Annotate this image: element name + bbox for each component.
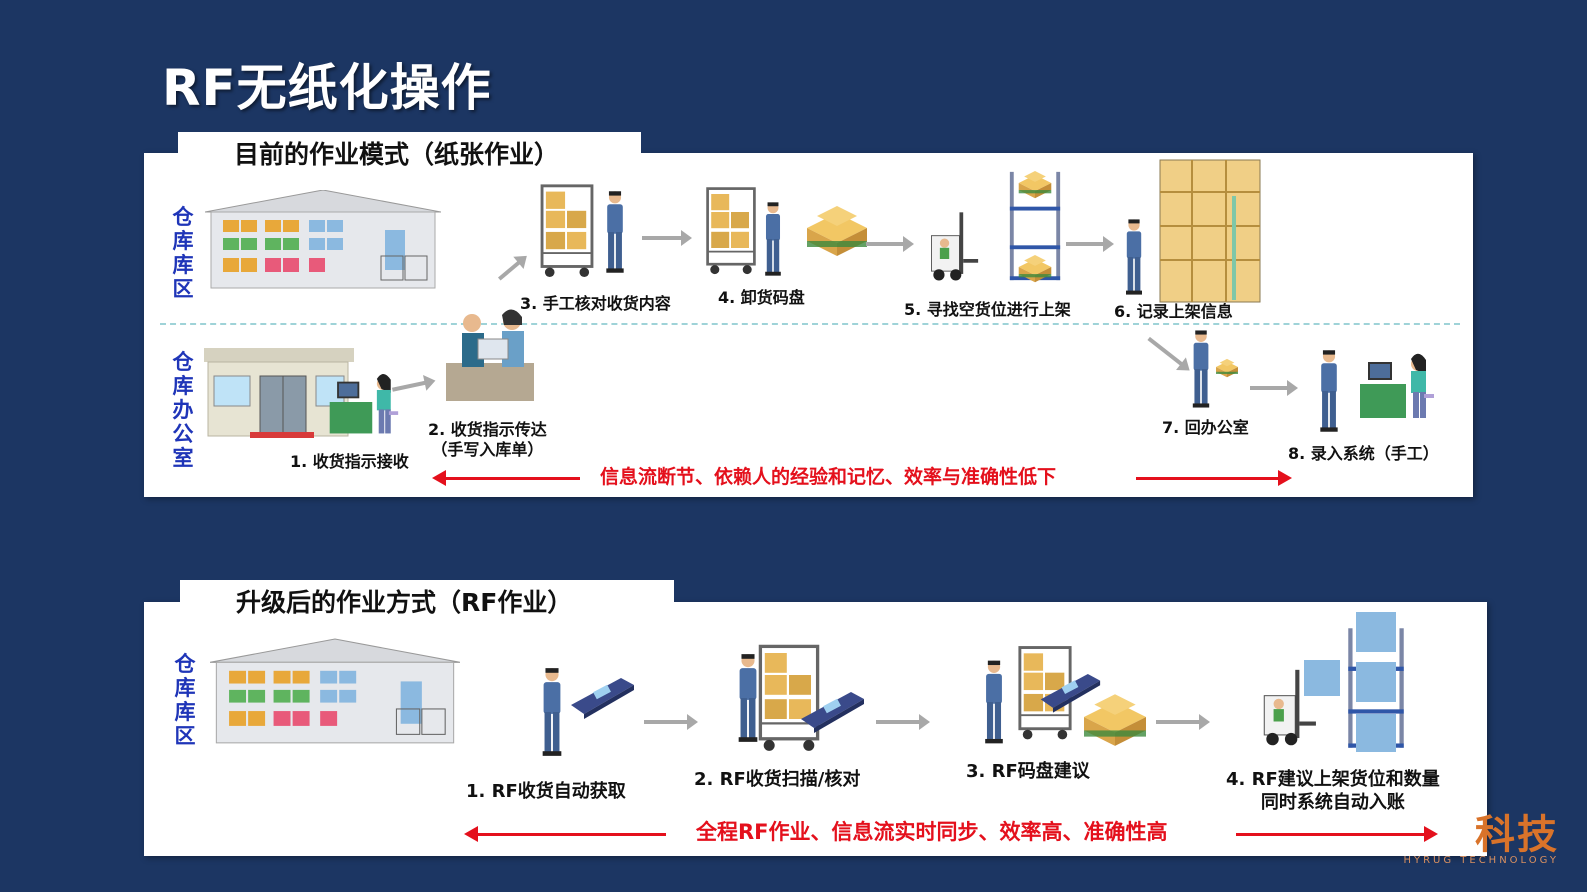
flow-arrow — [644, 714, 698, 730]
forklift-icon — [924, 206, 980, 284]
worker-icon — [1316, 342, 1342, 440]
current-mode-banner: 信息流断节、依赖人的经验和记忆、效率与准确性低下 — [600, 466, 1057, 488]
step-label-2-main: 2. 收货指示传达 — [428, 420, 547, 439]
slide-title: RF无纸化操作 — [162, 59, 492, 117]
logo-text-en: HYRUG TECHNOLOGY — [1403, 855, 1559, 866]
pallet-stack-icon — [1304, 660, 1340, 696]
banner-arrow-right — [1136, 470, 1292, 486]
flow-arrow — [866, 236, 914, 252]
current-mode-title: 目前的作业模式（纸张作业） — [178, 132, 641, 178]
flow-arrow — [1250, 380, 1298, 396]
worker-icon — [1122, 214, 1146, 300]
step-label-5: 5. 寻找空货位进行上架 — [904, 300, 1071, 319]
banner-arrow-right-upgraded — [1236, 826, 1438, 842]
flow-arrow — [1066, 236, 1114, 252]
rf-step-label-2: 2. RF收货扫描/核对 — [694, 769, 861, 790]
flow-arrow — [1156, 714, 1210, 730]
rf-step-label-4: 4. RF建议上架货位和数量 同时系统自动入账 — [1226, 768, 1440, 814]
rf-step-label-3: 3. RF码盘建议 — [966, 761, 1090, 782]
worker-icon — [1188, 328, 1214, 410]
boxes-icon — [1016, 250, 1054, 284]
rf-step-label-4-sub: 同时系统自动入账 — [1260, 792, 1405, 813]
zone-label-warehouse-upgraded: 仓库库区 — [174, 652, 196, 748]
worker-icon — [760, 200, 786, 278]
worker-icon — [538, 656, 566, 768]
worker-icon — [602, 186, 628, 278]
step-label-1: 1. 收货指示接收 — [290, 452, 409, 471]
zone-label-warehouse: 仓库库区 — [172, 205, 194, 301]
worker-icon — [446, 309, 534, 401]
cart-icon — [538, 182, 596, 278]
pallet-stack-icon — [1356, 612, 1396, 752]
cart-icon — [704, 184, 758, 276]
boxes-icon — [1078, 686, 1152, 748]
warehouse-icon — [205, 190, 441, 289]
rf-step-label-1: 1. RF收货自动获取 — [466, 781, 626, 802]
zone-divider — [160, 323, 1460, 325]
boxes-icon — [802, 198, 872, 258]
rack-icon — [1159, 159, 1261, 303]
computer-desk-icon — [1356, 344, 1436, 424]
step-label-7: 7. 回办公室 — [1162, 418, 1249, 437]
step-label-2-sub: （手写入库单） — [431, 440, 544, 459]
banner-arrow-left — [432, 470, 580, 486]
rf-scanner-icon — [566, 670, 636, 720]
rf-step-label-4-main: 4. RF建议上架货位和数量 — [1226, 769, 1440, 790]
step-label-4: 4. 卸货码盘 — [718, 288, 805, 307]
step-label-6: 6. 记录上架信息 — [1114, 302, 1233, 321]
worker-icon — [980, 658, 1008, 746]
office-icon — [204, 348, 354, 438]
flow-arrow — [642, 230, 692, 246]
upgraded-mode-title: 升级后的作业方式（RF作业） — [180, 580, 674, 626]
boxes-icon — [1016, 166, 1054, 200]
step-label-3: 3. 手工核对收货内容 — [520, 294, 671, 313]
step-label-2: 2. 收货指示传达 （手写入库单） — [428, 420, 547, 460]
computer-desk-icon — [326, 362, 400, 442]
step-label-8: 8. 录入系统（手工） — [1288, 444, 1439, 463]
rf-scanner-icon — [796, 684, 866, 734]
upgraded-mode-banner: 全程RF作业、信息流实时同步、效率高、准确性高 — [696, 820, 1168, 844]
flow-arrow — [876, 714, 930, 730]
zone-label-office: 仓库办公室 — [172, 350, 194, 470]
banner-arrow-left-upgraded — [464, 826, 666, 842]
logo-text-cn: 科技 — [1475, 812, 1559, 858]
warehouse-icon — [210, 638, 460, 744]
company-logo: 科技 HYRUG TECHNOLOGY — [1403, 815, 1559, 866]
boxes-icon — [1214, 356, 1240, 378]
